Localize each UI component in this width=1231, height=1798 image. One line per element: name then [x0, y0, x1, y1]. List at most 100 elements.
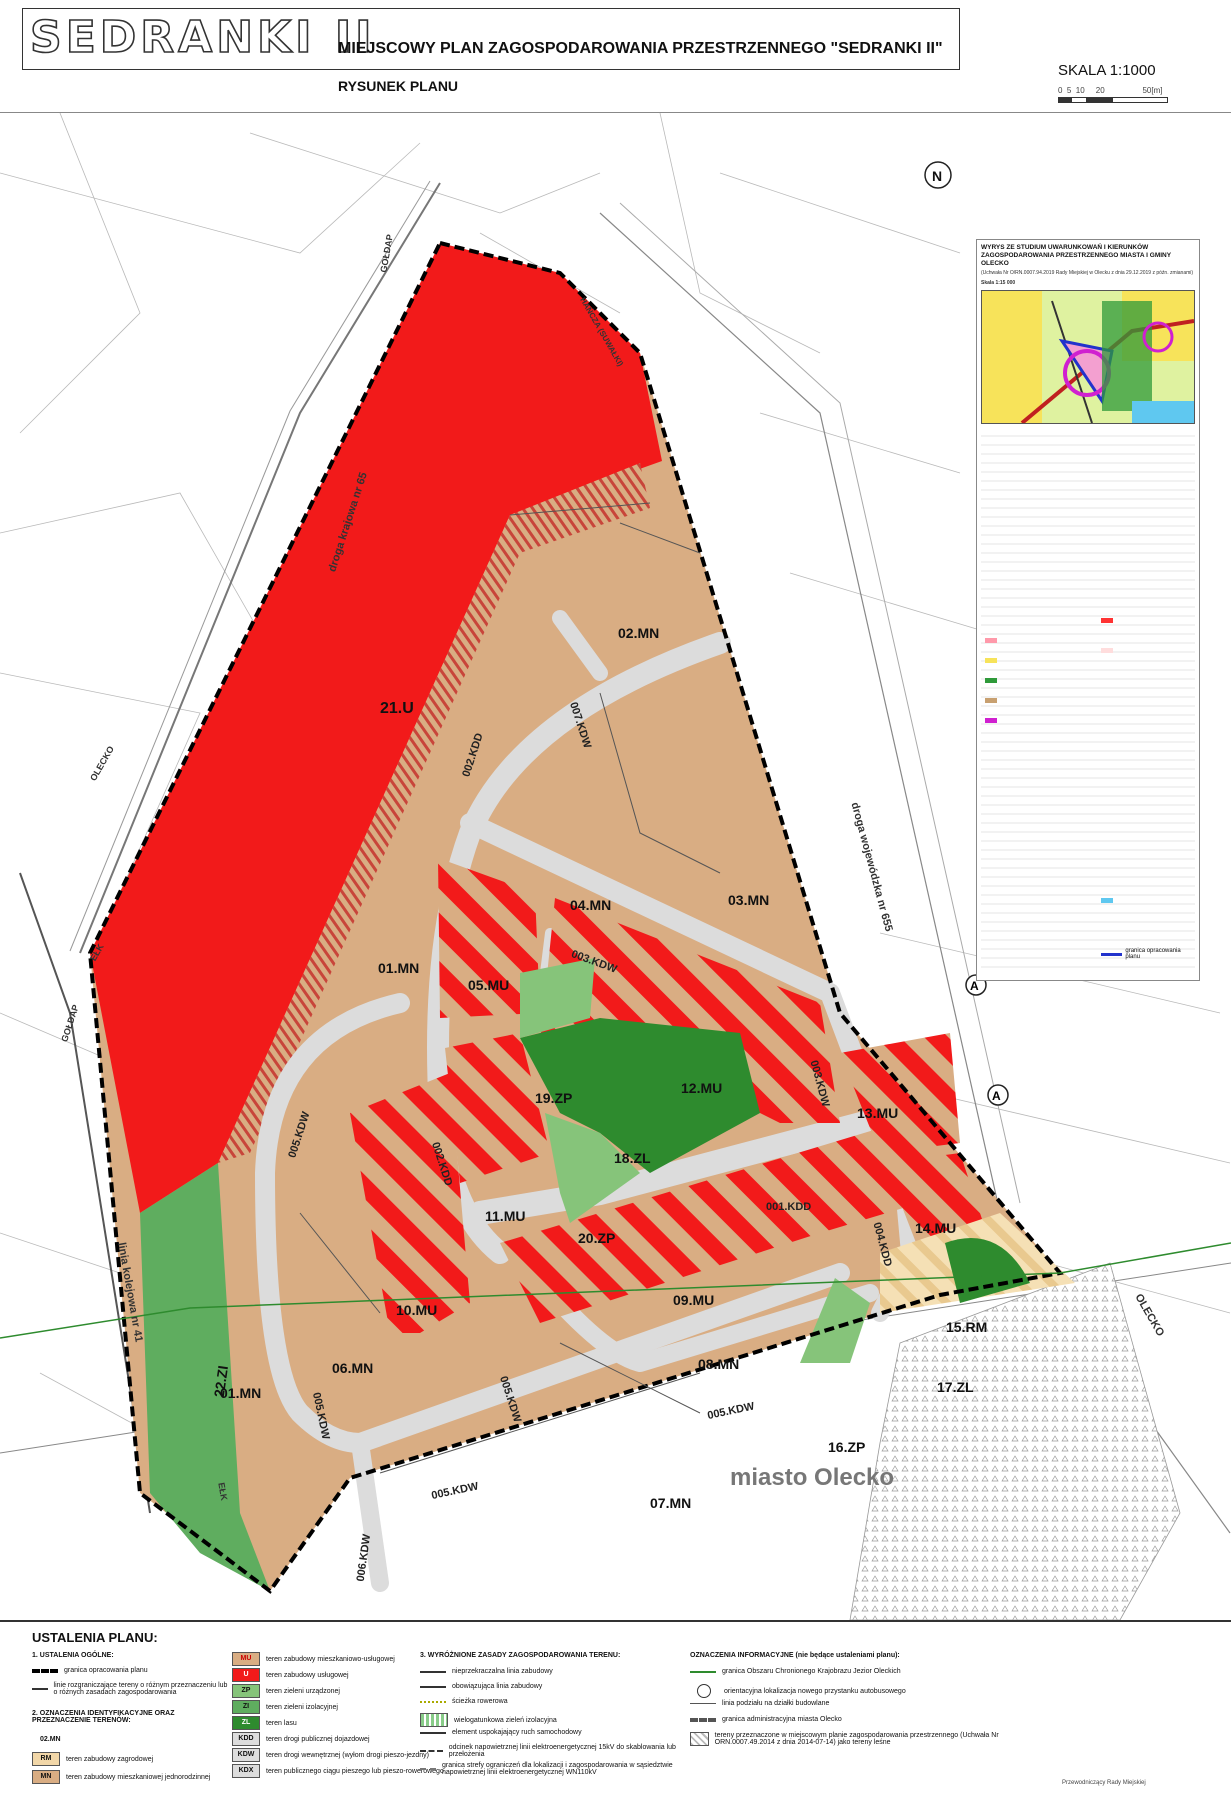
- label-02-mn: 02.MN: [618, 625, 659, 641]
- label-olecko-b: OLECKO: [88, 744, 116, 782]
- legend-row-u: U teren zabudowy usługowej: [232, 1668, 349, 1682]
- label-olecko-a: OLECKO: [1132, 1292, 1166, 1339]
- label-12-mu: 12.MU: [681, 1080, 722, 1096]
- legend-panel: USTALENIA PLANU: 1. USTALENIA OGÓLNE: gr…: [0, 1620, 1231, 1798]
- label-05-mu: 05.MU: [468, 977, 509, 993]
- scale-bar-graphic: [1058, 97, 1168, 103]
- plan-title: MIEJSCOWY PLAN ZAGOSPODAROWANIA PRZESTRZ…: [338, 40, 943, 57]
- zone-13-mu[interactable]: [840, 1033, 960, 1153]
- legend-row-kdd: KDD teren drogi publicznej dojazdowej: [232, 1732, 370, 1746]
- zone-16-zp[interactable]: [800, 1278, 870, 1363]
- label-08-mn: 08.MN: [698, 1356, 739, 1372]
- label-03-mn: 03.MN: [728, 892, 769, 908]
- label-14-mu: 14.MU: [915, 1220, 956, 1236]
- inset-boundary-label: granica opracowania planu: [1125, 948, 1181, 960]
- label-18-zl: 18.ZL: [614, 1150, 651, 1166]
- label-15-rm: 15.RM: [946, 1319, 987, 1335]
- legend-row-mu: MU teren zabudowy mieszkaniowo-usługowej: [232, 1652, 395, 1666]
- zone-17-zl[interactable]: [945, 1238, 1030, 1303]
- label-kdw-005d: 005.KDW: [706, 1400, 756, 1422]
- legend-row-s3-5: odcinek napowietrznej linii elektroenerg…: [420, 1744, 680, 1758]
- inset-boundary-legend: granica opracowania planu: [1101, 948, 1195, 960]
- zone-10-mu[interactable]: [350, 1073, 470, 1333]
- plan-subtitle: RYSUNEK PLANU: [338, 78, 459, 94]
- legend-row-kdw: KDW teren drogi wewnętrznej (wyłom drogi…: [232, 1748, 429, 1762]
- legend-code-example: 02.MN: [40, 1736, 61, 1743]
- inset-map-svg: [982, 291, 1194, 423]
- label-06-mn: 06.MN: [332, 1360, 373, 1376]
- legend-row-lines: linie rozgraniczające tereny o różnym pr…: [32, 1682, 232, 1696]
- label-11-mu: 11.MU: [485, 1208, 525, 1224]
- legend-row-s3-2: ścieżka rowerowa: [420, 1698, 508, 1705]
- label-13-mu: 13.MU: [857, 1105, 898, 1121]
- legend-row-s3-6: granica strefy ograniczeń dla lokalizacj…: [420, 1762, 680, 1776]
- header: SEDRANKI II MIEJSCOWY PLAN ZAGOSPODAROWA…: [0, 0, 1231, 113]
- zone-18-zl[interactable]: [520, 1018, 760, 1173]
- legend-row-s4-4: tereny przeznaczone w miejscowym planie …: [690, 1732, 1010, 1746]
- legend-sec4: OZNACZENIA INFORMACYJNE (nie będące usta…: [690, 1652, 900, 1659]
- inset-note: (Uchwała Nr O/RN.0007.94.2019 Rady Miejs…: [981, 270, 1194, 276]
- legend-row-boundary: granica opracowania planu: [32, 1667, 148, 1674]
- bus-stop-marker-b: A: [987, 1084, 1009, 1106]
- legend-row-s3-1: obowiązująca linia zabudowy: [420, 1683, 542, 1690]
- title-box: [22, 8, 960, 70]
- label-01-mn-b: 01.MN: [220, 1385, 261, 1401]
- marker-b-label: A: [992, 1089, 1001, 1103]
- legend-row-zl: ZL teren lasu: [232, 1716, 297, 1730]
- division-lines: [299, 502, 721, 1474]
- legend-footer: Przewodniczący Rady Miejskiej: [1062, 1780, 1146, 1786]
- legend-row-s3-3: wielogatunkowa zieleń izolacyjna: [420, 1713, 557, 1727]
- legend-row-s4-0: granica Obszaru Chronionego Krajobrazu J…: [690, 1668, 901, 1675]
- legend-row-s4-1: orientacyjna lokalizacja nowego przystan…: [690, 1684, 906, 1698]
- legend-row-mn: MN teren zabudowy mieszkaniowej jednorod…: [32, 1770, 210, 1784]
- legend-title: USTALENIA PLANU:: [32, 1630, 158, 1645]
- legend-sec2: 2. OZNACZENIA IDENTYFIKACYJNE ORAZ PRZEZ…: [32, 1710, 175, 1724]
- scale-bar: 0 5 10 20 50[m]: [1058, 86, 1168, 103]
- legend-row-s3-0: nieprzekraczalna linia zabudowy: [420, 1668, 553, 1675]
- zone-05-mu[interactable]: [438, 858, 540, 1018]
- label-20-zp: 20.ZP: [578, 1230, 615, 1246]
- label-22-zi: 22.ZI: [211, 1364, 231, 1398]
- label-16-zp: 16.ZP: [828, 1439, 865, 1455]
- legend-row-s4-2: linia podziału na działki budowlane: [690, 1700, 829, 1707]
- map-area[interactable]: 21.U 01.MN 01.MN 02.MN 03.MN 04.MN 05.MU…: [0, 112, 1231, 1625]
- legend-row-s3-4: element uspokajający ruch samochodowy: [420, 1729, 582, 1736]
- plan-boundary: [87, 240, 1064, 1594]
- label-elk-b: EŁK: [216, 1482, 229, 1502]
- label-19-zp: 19.ZP: [535, 1090, 572, 1106]
- forest-hatch-area: [849, 1262, 1181, 1621]
- label-10-mu: 10.MU: [396, 1302, 437, 1318]
- label-kdd-001: 001.KDD: [766, 1201, 811, 1213]
- cadastral-lines: [0, 112, 1231, 1434]
- scale-bar-ticks: 0 5 10 20 50[m]: [1058, 86, 1163, 95]
- zone-11-mu[interactable]: [445, 1033, 550, 1183]
- zone-21-u[interactable]: [90, 243, 662, 1213]
- zone-22-zi[interactable]: [140, 1163, 270, 1591]
- north-label: N: [932, 168, 942, 184]
- label-goldap-b: GOŁDAP: [378, 234, 395, 274]
- legend-row-zp: ZP teren zieleni urządzonej: [232, 1684, 340, 1698]
- inset-map: [981, 290, 1195, 424]
- label-kdw-005e: 005.KDW: [430, 1480, 480, 1502]
- legend-row-rm: RM teren zabudowy zagrodowej: [32, 1752, 153, 1766]
- zone-20-zp[interactable]: [545, 1113, 640, 1223]
- label-droga-wojewodzka: droga wojewódzka nr 655: [849, 801, 895, 933]
- label-01-mn-a: 01.MN: [378, 960, 419, 976]
- zone-09-mu[interactable]: [500, 1113, 930, 1323]
- marker-a-label: A: [970, 979, 979, 993]
- zone-19-zp[interactable]: [520, 958, 595, 1038]
- label-city: miasto Olecko: [730, 1464, 894, 1491]
- label-09-mu: 09.MU: [673, 1292, 714, 1308]
- label-21-u: 21.U: [380, 700, 414, 717]
- zone-12-mu[interactable]: [540, 898, 840, 1123]
- inset-legend: granica opracowania planu: [981, 428, 1195, 968]
- legend-sec3: 3. WYRÓŻNIONE ZASADY ZAGOSPODAROWANIA TE…: [420, 1652, 621, 1659]
- legend-row-zi: ZI teren zieleni izolacyjnej: [232, 1700, 338, 1714]
- inset-scale: Skala 1:15 000: [981, 280, 1016, 286]
- label-17-zl: 17.ZL: [937, 1379, 974, 1395]
- label-04-mn: 04.MN: [570, 897, 611, 913]
- legend-sec1: 1. USTALENIA OGÓLNE:: [32, 1652, 114, 1659]
- study-excerpt-inset: WYRYS ZE STUDIUM UWARUNKOWAŃ I KIERUNKÓW…: [976, 239, 1200, 981]
- plan-name-title: SEDRANKI II: [29, 11, 376, 64]
- protected-area-line: [0, 1242, 1231, 1339]
